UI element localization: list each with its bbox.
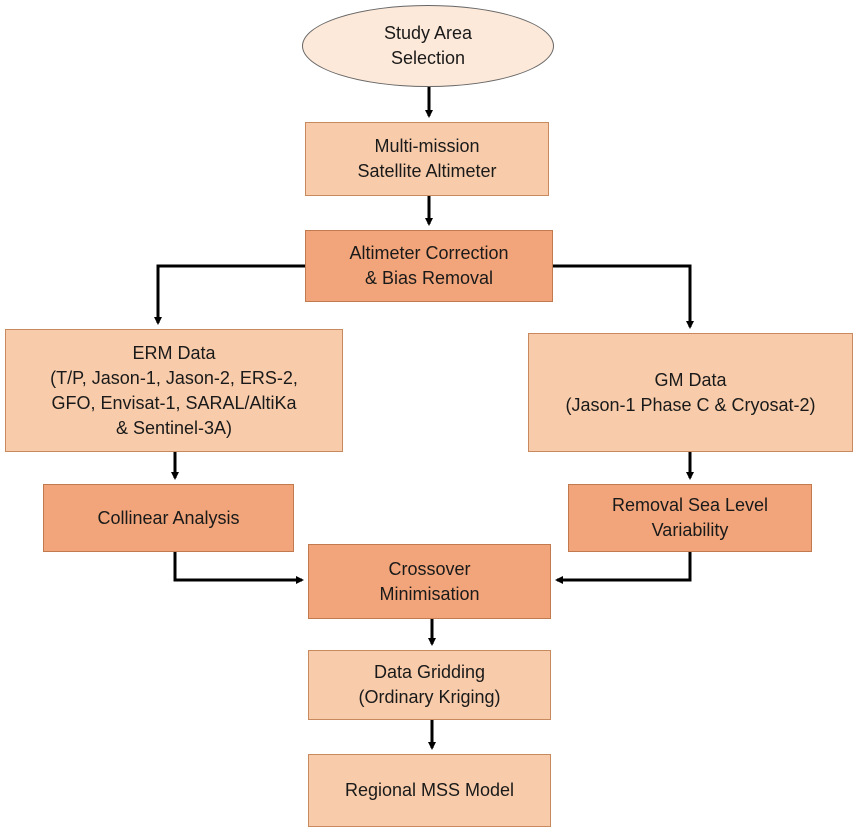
gm-data-line-2: (Jason-1 Phase C & Cryosat-2): [565, 394, 816, 415]
removal-sea-level-line-1: Removal Sea Level: [611, 495, 769, 515]
erm-data-line-1: ERM Data: [132, 342, 216, 363]
erm-data-line-4: & Sentinel-3A): [115, 417, 233, 438]
study-area-line-2: Selection: [390, 48, 466, 68]
study-area-selection-node: Study Area Selection: [302, 5, 554, 87]
collinear-line-1: Collinear Analysis: [97, 507, 240, 528]
collinear-analysis-node: Collinear Analysis: [43, 484, 294, 552]
altimeter-correction-line-2: & Bias Removal: [364, 268, 494, 288]
data-gridding-node: Data Gridding (Ordinary Kriging): [308, 650, 551, 720]
multi-mission-line-1: Multi-mission: [374, 136, 480, 156]
erm-data-node: ERM Data (T/P, Jason-1, Jason-2, ERS-2, …: [5, 329, 343, 452]
data-gridding-line-1: Data Gridding: [373, 662, 486, 682]
regional-mss-model-node: Regional MSS Model: [308, 754, 551, 827]
multi-mission-altimeter-node: Multi-mission Satellite Altimeter: [305, 122, 549, 196]
arrow-removal-to-crossover: [555, 552, 692, 584]
gm-data-line-1: GM Data: [654, 369, 727, 390]
altimeter-correction-line-1: Altimeter Correction: [349, 243, 509, 263]
multi-mission-line-2: Satellite Altimeter: [357, 161, 497, 181]
crossover-minimisation-node: Crossover Minimisation: [308, 544, 551, 619]
gm-data-node: GM Data (Jason-1 Phase C & Cryosat-2): [528, 333, 853, 452]
erm-data-line-2: (T/P, Jason-1, Jason-2, ERS-2,: [50, 367, 298, 388]
removal-sea-level-node: Removal Sea Level Variability: [568, 484, 812, 552]
removal-sea-level-line-2: Variability: [651, 520, 729, 540]
altimeter-correction-node: Altimeter Correction & Bias Removal: [305, 230, 553, 302]
crossover-line-2: Minimisation: [379, 583, 480, 604]
erm-data-line-3: GFO, Envisat-1, SARAL/AltiKa: [51, 392, 297, 413]
data-gridding-line-2: (Ordinary Kriging): [358, 687, 501, 707]
regional-mss-line-1: Regional MSS Model: [344, 780, 515, 800]
arrow-correction-to-erm: [154, 264, 305, 325]
arrow-collinear-to-crossover: [173, 552, 304, 584]
arrow-correction-to-gm: [553, 264, 694, 329]
crossover-line-1: Crossover: [388, 558, 471, 579]
study-area-line-1: Study Area: [383, 23, 473, 43]
